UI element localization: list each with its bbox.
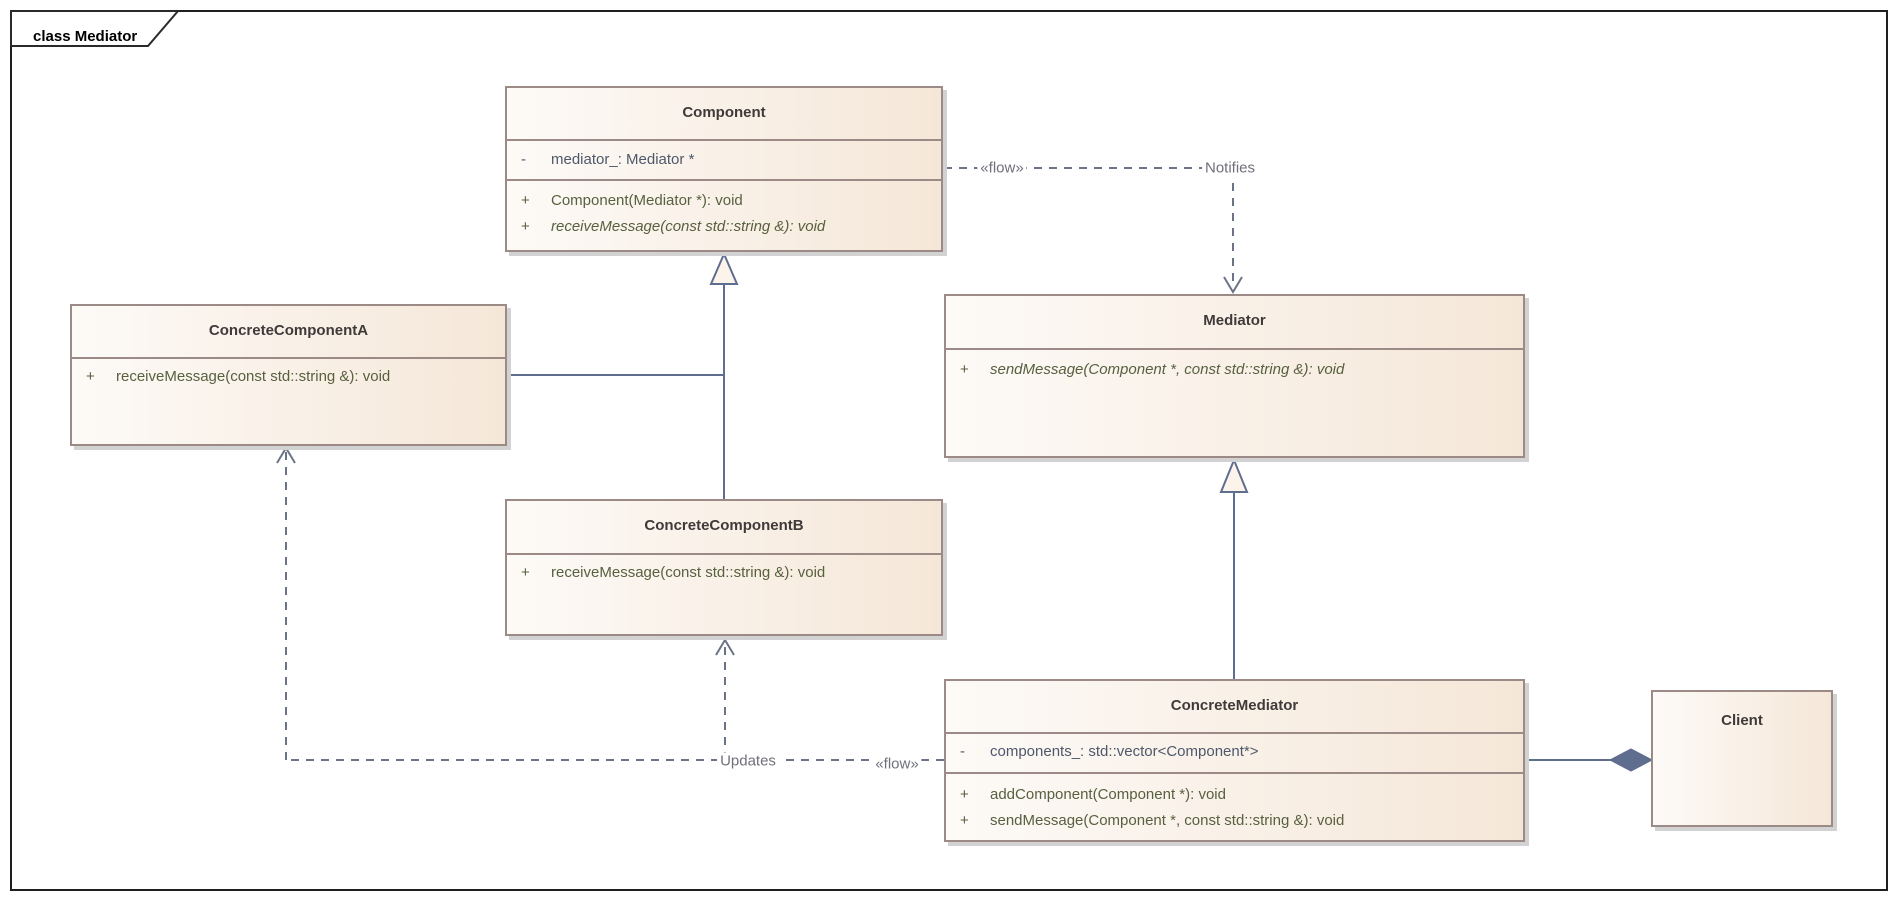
- flow-updates-connector[interactable]: [276, 446, 944, 761]
- flow-stereotype-label: «flow»: [977, 159, 1027, 177]
- method-row: + sendMessage(Component *, const std::st…: [960, 812, 1345, 829]
- class-name: Mediator: [1203, 312, 1266, 329]
- generalization-components-to-component[interactable]: [507, 251, 739, 499]
- class-box-concretecomponentb[interactable]: ConcreteComponentB + receiveMessage(cons…: [505, 499, 943, 636]
- class-name: Component: [682, 104, 766, 121]
- compartment-divider: [507, 553, 941, 555]
- diagram-title: class Mediator: [33, 28, 138, 45]
- method-row: + receiveMessage(const std::string &): v…: [521, 564, 826, 581]
- class-box-component[interactable]: Component - mediator_: Mediator * + Comp…: [505, 86, 943, 252]
- class-name: Client: [1721, 712, 1763, 729]
- method-row: + Component(Mediator *): void: [521, 192, 743, 209]
- generalization-arrow-icon: [709, 251, 739, 285]
- method-row: + addComponent(Component *): void: [960, 786, 1226, 803]
- composition-diamond-icon: [1608, 748, 1654, 772]
- generalization-arrow-icon: [1219, 457, 1249, 493]
- compartment-divider: [72, 357, 505, 359]
- method-row: + receiveMessage(const std::string &): v…: [521, 218, 826, 235]
- method-row: + receiveMessage(const std::string &): v…: [86, 368, 391, 385]
- generalization-concretemediator-to-mediator[interactable]: [1219, 457, 1249, 679]
- open-arrowhead-icon: [715, 638, 735, 656]
- flow-notifies-connector[interactable]: [944, 167, 1243, 294]
- compartment-divider: [946, 348, 1523, 350]
- class-box-concretecomponenta[interactable]: ConcreteComponentA + receiveMessage(cons…: [70, 304, 507, 446]
- method-row: + sendMessage(Component *, const std::st…: [960, 361, 1345, 378]
- class-name: ConcreteComponentB: [644, 517, 804, 534]
- class-name: ConcreteComponentA: [208, 322, 369, 339]
- open-arrowhead-icon: [276, 446, 296, 464]
- compartment-divider: [946, 772, 1523, 774]
- class-box-mediator[interactable]: Mediator + sendMessage(Component *, cons…: [944, 294, 1525, 458]
- attribute-row: - mediator_: Mediator *: [521, 151, 695, 168]
- diagram-tab: class Mediator: [10, 10, 178, 47]
- diagram-tab-shape: [10, 10, 181, 47]
- notifies-label: Notifies: [1201, 159, 1259, 177]
- updates-label: Updates: [717, 752, 779, 770]
- flow-stereotype-label: «flow»: [872, 755, 922, 773]
- class-box-client[interactable]: Client: [1651, 690, 1833, 827]
- compartment-divider: [507, 179, 941, 181]
- composition-client-concretemediator[interactable]: [1525, 748, 1654, 772]
- compartment-divider: [507, 139, 941, 141]
- compartment-divider: [946, 732, 1523, 734]
- open-arrowhead-icon: [1223, 276, 1243, 294]
- attribute-row: - components_: std::vector<Component*>: [960, 743, 1259, 760]
- class-name: ConcreteMediator: [1170, 697, 1299, 714]
- class-box-concretemediator[interactable]: ConcreteMediator - components_: std::vec…: [944, 679, 1525, 842]
